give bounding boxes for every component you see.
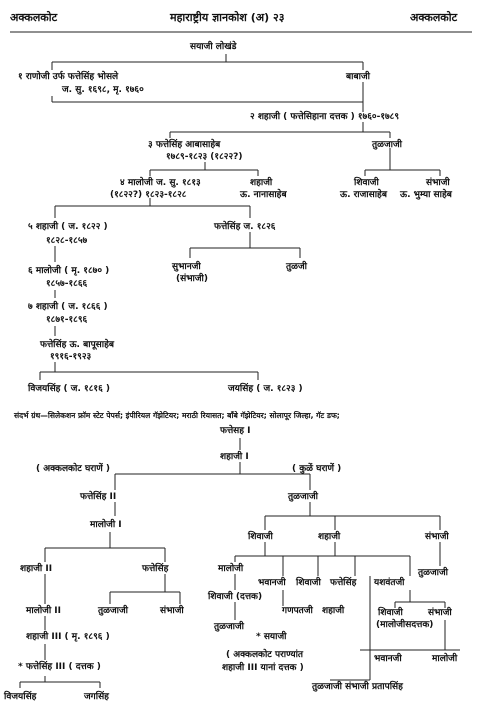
reference-line: संदर्भ ग्रंथ—सिलेकशन फ्रॉम स्टेट पेपर्स;… xyxy=(14,411,340,420)
node-shahaji-5-dates: १८२८-१८५७ xyxy=(46,236,88,246)
node-last-line: तुळजाजी संभाजी प्रतापसिंह xyxy=(312,682,403,692)
node-shivaji-r: शिवाजी xyxy=(248,532,273,542)
note-akkalkot: ( अक्कलकोट पराण्यांत xyxy=(226,650,304,660)
node-jaysinh: जयसिंह ( ज. १८२३ ) xyxy=(228,384,303,394)
node-shahaji-5: ५ शहाजी ( ज. १८२२ ) xyxy=(28,222,108,232)
node-shivaji-dattak: शिवाजी (दत्तक) xyxy=(208,592,263,602)
node-fattesinh-i: फत्तेसह I xyxy=(220,426,251,436)
node-shahaji-r2: शहाजी xyxy=(322,606,345,616)
node-shahaji-7: ७ शहाजी ( ज. १८६६ ) xyxy=(28,302,108,312)
node-fattesinh-3-dates: १७८९-१८२३ (१८२२?) xyxy=(166,152,243,162)
header-left: अक्कलकोट xyxy=(10,11,58,24)
node-ranoji-dates: ज. सु. १६९८, मृ. १७६० xyxy=(62,85,144,95)
node-babaji: बाबाजी xyxy=(346,72,370,82)
node-sayaji-lokhande: सयाजी लोखंडे xyxy=(190,42,237,52)
node-shahaji-i: शहाजी I xyxy=(220,452,249,462)
node-shivaji: शिवाजी xyxy=(354,178,379,188)
node-maloji-4: ४ मालोजी ज. सु. १८१३ xyxy=(120,178,201,188)
node-fattesinh-8: फत्तेसिंह ऊ. बापूसाहेब xyxy=(40,340,115,350)
node-maloji-ii: मालोजी II xyxy=(26,606,61,616)
node-ganpatji: गणपतजी xyxy=(282,606,313,616)
node-shahaji-iii: शहाजी III ( मृ. १८९६ ) xyxy=(26,632,110,642)
node-fattesinh-b: फत्तेसिंह ज. १८२६ xyxy=(214,222,276,232)
node-tulaji-b: तुळजी xyxy=(286,262,307,272)
node-sambhaji-sub: ऊ. भुम्या साहेब xyxy=(400,190,452,200)
node-sambhaji-r3: संभाजी xyxy=(428,608,452,618)
node-sayaji-r: * सयाजी xyxy=(256,632,287,642)
node-tulaji-l: तुळजाजी xyxy=(98,606,128,616)
node-sambhaji-l: संभाजी xyxy=(160,606,184,616)
node-shahaji-ii: शहाजी II xyxy=(20,564,53,574)
node-shivaji-sub: ऊ. राजासाहेब xyxy=(340,190,387,200)
node-tulaji-r3: तुळजाजी xyxy=(214,622,244,632)
node-maloji-6: ६ मालोजी ( मृ. १८७० ) xyxy=(28,266,110,276)
node-shivaji-r3: शिवाजी xyxy=(378,608,403,618)
node-maloji-4-dates: (१८२२?) १८२३-१८२८ xyxy=(110,190,187,200)
node-maloji-dattak: (मालोजीसदत्तक) xyxy=(376,620,434,630)
node-shahaji-7-dates: १८७१-१८९६ xyxy=(46,315,88,325)
node-fattesinh-ii: फत्तेसिंह II xyxy=(80,492,117,502)
node-maloji-r3: मालोजी xyxy=(432,654,458,664)
node-fattesinh-l: फत्तेसिंह xyxy=(142,564,169,574)
node-fattesinh-3: ३ फत्तेसिंह आबासाहेब xyxy=(148,140,221,150)
node-vijaysinh: विजयसिंह ( ज. १८१६ ) xyxy=(28,384,111,394)
node-fattesinh-8-dates: १९१६-१९२३ xyxy=(50,352,92,362)
node-fattesinh-iii: * फत्तेसिंह III ( दत्तक ) xyxy=(18,662,101,672)
node-sambhaji: संभाजी xyxy=(426,178,450,188)
header-center: महाराष्ट्रीय ज्ञानकोश (अ) २३ xyxy=(170,11,285,24)
node-jagsinh: जगसिंह xyxy=(84,692,109,702)
header-right: अक्कलकोट xyxy=(410,11,458,24)
node-shahaji-a-sub: ऊ. नानासाहेब xyxy=(240,190,287,200)
node-maloji-6-dates: १८५७-१८६६ xyxy=(46,279,88,289)
label-akkalkot-branch: ( अक्कलकोट घराणें ) xyxy=(36,464,111,474)
node-ranoji: १ राणोजी उर्फ फत्तेसिंह भोसले xyxy=(18,72,119,82)
node-fattesinh-r: फत्तेसिंह xyxy=(330,578,357,588)
note-shahaji-iii-dattak: शहाजी III यानां दत्तक ) xyxy=(222,663,304,673)
node-yashwantji: यशवंतजी xyxy=(374,578,405,588)
node-shahaji-2: २ शहाजी ( फत्तेसिहाना दत्तक ) १७६०-१७८९ xyxy=(250,112,400,122)
node-bhavanji: भवानजी xyxy=(258,578,286,588)
node-subhanji: सुभानजी xyxy=(172,262,201,272)
node-tulaji-r2: तुळजाजी xyxy=(418,568,448,578)
node-shahaji-r: शहाजी xyxy=(318,532,341,542)
node-maloji-i: मालोजी I xyxy=(90,520,122,530)
node-shivaji-r2: शिवाजी xyxy=(296,578,321,588)
node-sambhaji-r: संभाजी xyxy=(425,532,449,542)
node-shahaji-a: शहाजी xyxy=(250,178,273,188)
label-kule-branch: ( कुळें घराणें ) xyxy=(292,464,342,474)
node-vijaysinh-l: विजयसिंह xyxy=(4,692,37,702)
node-maloji-r: मालोजी xyxy=(218,564,244,574)
node-subhanji-sub: (संभाजी) xyxy=(176,274,208,284)
node-tulaji-r: तुळजाजी xyxy=(288,492,318,502)
node-tulaji: तुळजाजी xyxy=(372,140,402,150)
node-bhavanji-r: भवानजी xyxy=(374,654,402,664)
